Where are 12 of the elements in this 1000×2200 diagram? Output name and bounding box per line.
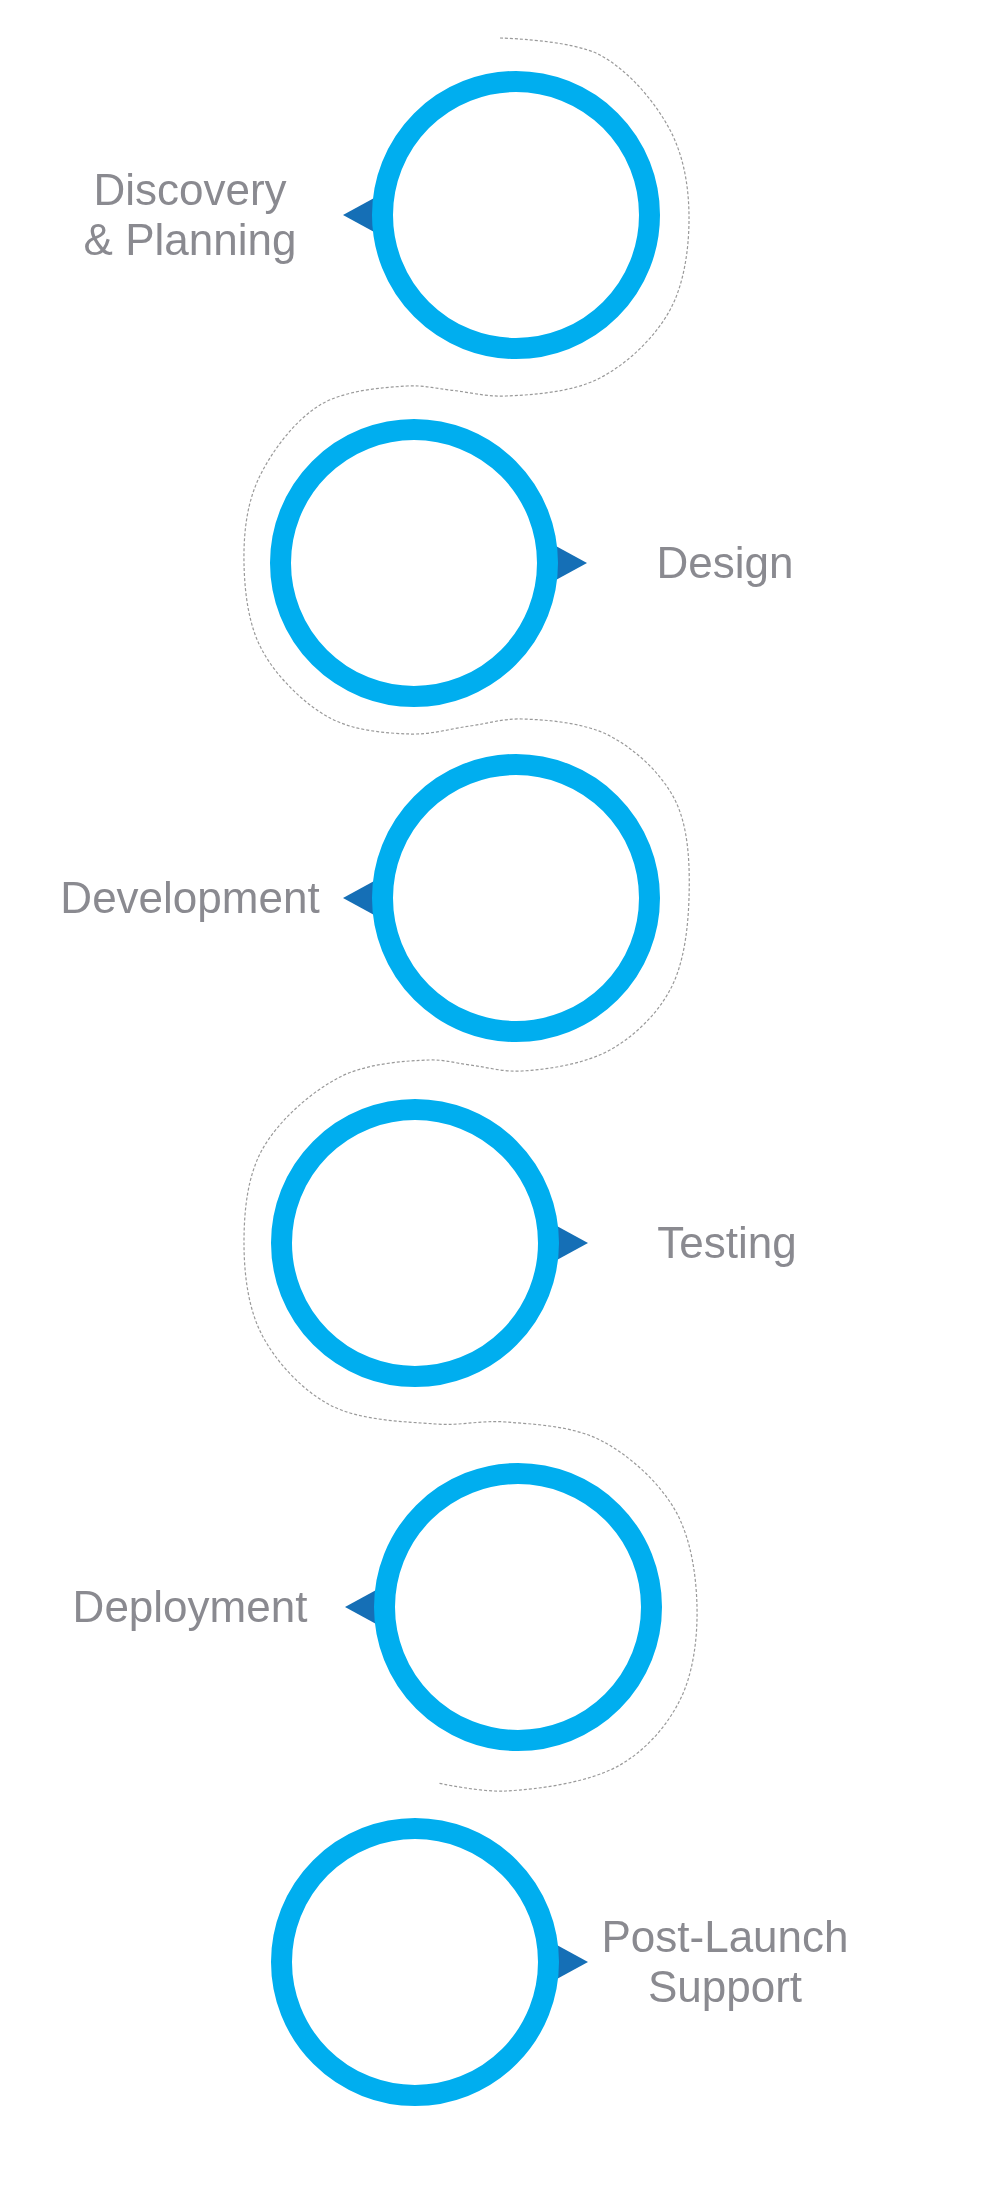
ring-circle (270, 419, 558, 707)
step-label: Deployment (71, 1582, 309, 1632)
step-label: Post-Launch Support (600, 1912, 850, 2012)
step-label: Development (59, 873, 321, 923)
step-label: Testing (656, 1218, 798, 1268)
step-label: Discovery & Planning (82, 165, 298, 265)
ring-circle (271, 1099, 559, 1387)
ring-circle (374, 1463, 662, 1751)
ring-circle (372, 71, 660, 359)
ring-circle (372, 754, 660, 1042)
step-label: Design (655, 538, 795, 588)
ring-circle (271, 1818, 559, 2106)
